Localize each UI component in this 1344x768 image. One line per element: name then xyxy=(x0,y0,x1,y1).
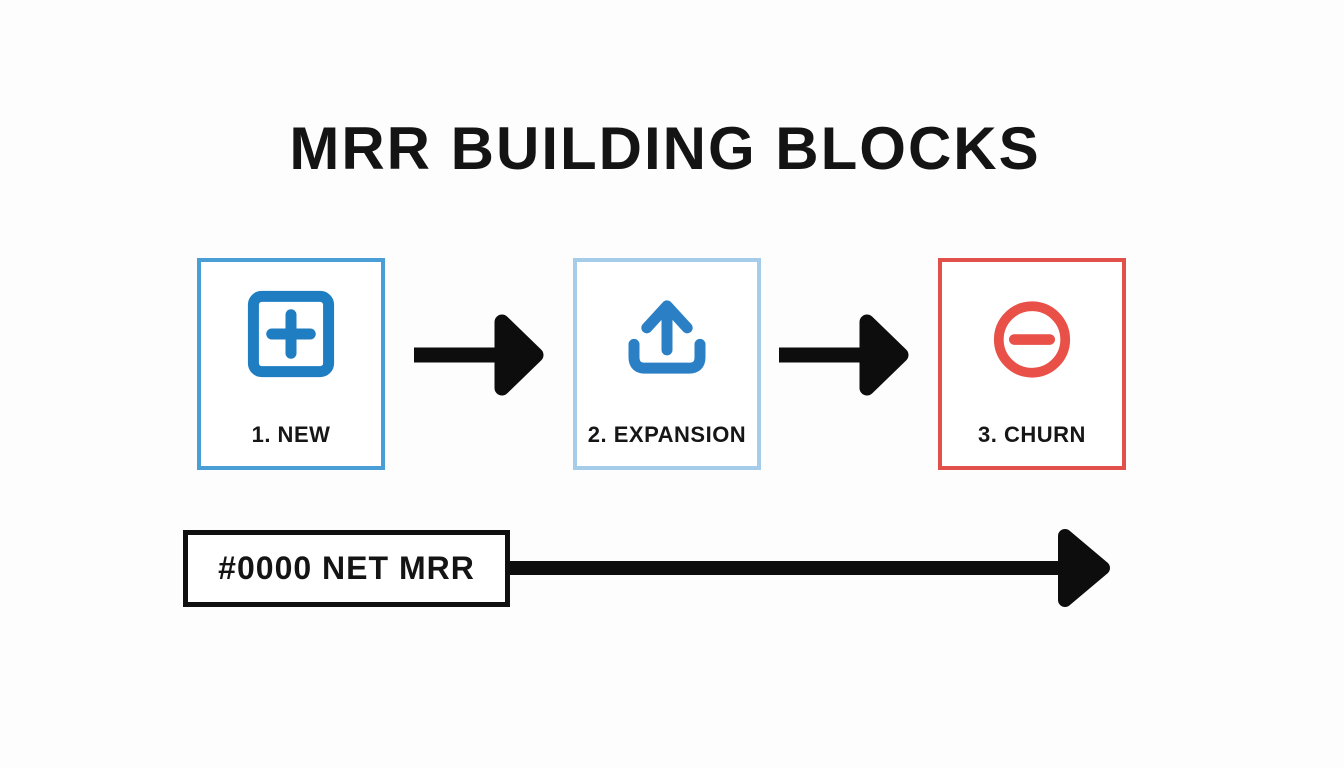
block-new-label: 1. NEW xyxy=(251,422,331,447)
upload-icon xyxy=(623,293,711,381)
arrow-right-icon xyxy=(779,314,909,396)
net-mrr-label: #0000 NET MRR xyxy=(218,550,475,586)
block-churn: 3. CHURN xyxy=(938,258,1126,470)
net-mrr-box: #0000 NET MRR xyxy=(183,530,510,607)
diagram-title: MRR BUILDING BLOCKS xyxy=(289,115,1041,182)
arrow-right-icon xyxy=(414,314,544,396)
block-expansion: 2. EXPANSION xyxy=(573,258,761,470)
block-new: 1. NEW xyxy=(197,258,385,470)
block-churn-label: 3. CHURN xyxy=(978,422,1086,447)
block-expansion-label: 2. EXPANSION xyxy=(587,422,747,447)
plus-square-icon xyxy=(247,290,335,378)
net-mrr-arrow-icon xyxy=(505,529,1110,607)
minus-circle-icon xyxy=(990,297,1075,382)
